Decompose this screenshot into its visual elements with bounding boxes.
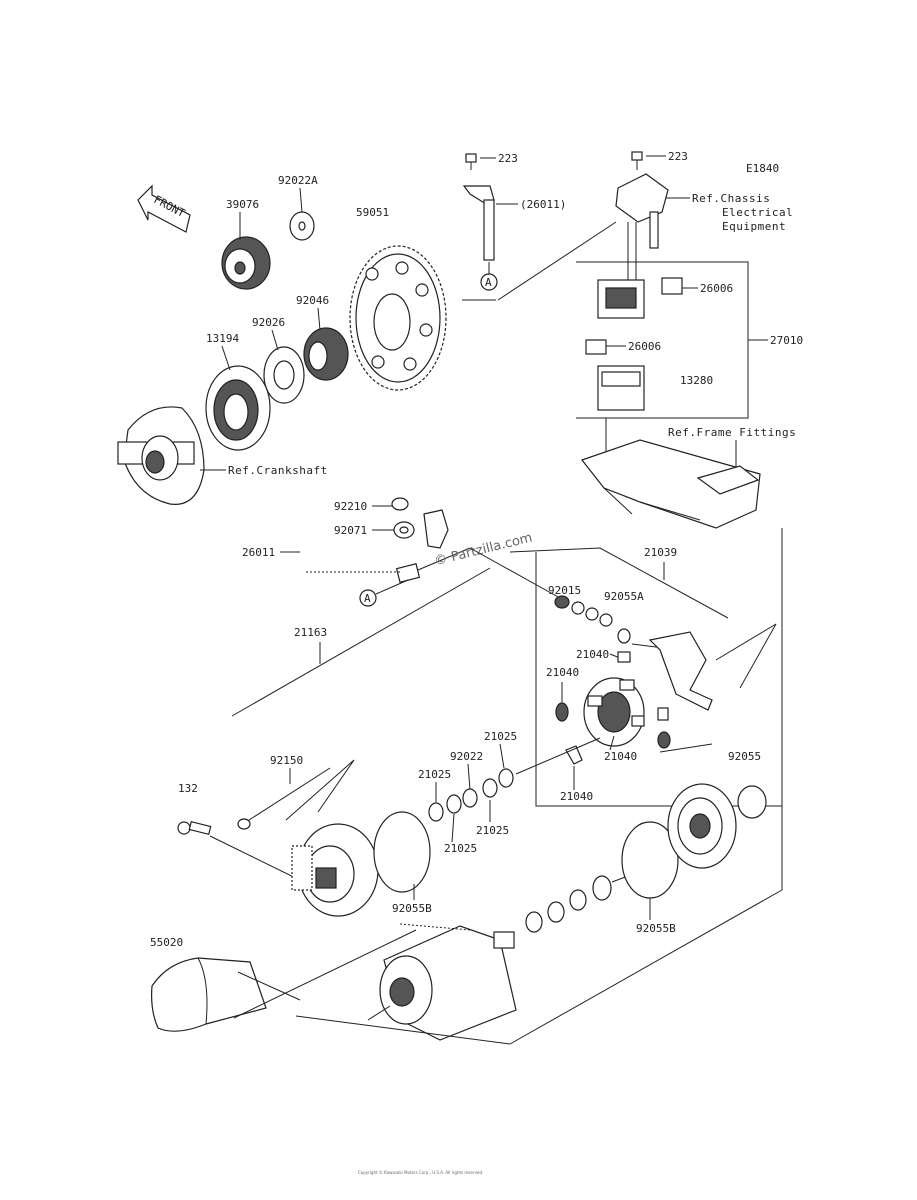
label-92022: 92022 <box>450 750 483 763</box>
rear-cover-part[interactable] <box>667 783 737 869</box>
clamp-92210-part[interactable] <box>391 497 409 511</box>
label-132: 132 <box>178 782 198 795</box>
relay-box-part[interactable] <box>597 365 645 411</box>
washer-stack-part[interactable] <box>428 768 514 822</box>
ref-frame-fittings: Ref.Frame Fittings <box>668 426 796 439</box>
label-92022a: 92022A <box>278 174 318 187</box>
label-27010: 27010 <box>770 334 803 347</box>
bolt-132-part[interactable] <box>177 820 212 836</box>
label-21040a: 21040 <box>576 648 609 661</box>
o-ring-92055b-left-part[interactable] <box>373 811 431 893</box>
fuse-26006a-part[interactable] <box>661 277 683 295</box>
ref-crankshaft: Ref.Crankshaft <box>228 464 328 477</box>
label-26006b: 26006 <box>628 340 661 353</box>
label-92055a: 92055A <box>604 590 644 603</box>
label-92055b2: 92055B <box>636 922 676 935</box>
label-92055: 92055 <box>728 750 761 763</box>
ref-chassis-1: Ref.Chassis <box>692 192 770 205</box>
label-59051: 59051 <box>356 206 389 219</box>
label-223a: 223 <box>498 152 518 165</box>
washer-92022a-part[interactable] <box>289 211 315 241</box>
label-21163: 21163 <box>294 626 327 639</box>
label-21040c: 21040 <box>604 750 637 763</box>
label-39076: 39076 <box>226 198 259 211</box>
starter-idle-gear-part[interactable] <box>221 236 271 290</box>
callout-a-top: A <box>480 273 498 291</box>
boot-part[interactable] <box>423 509 449 549</box>
ref-chassis-3: Equipment <box>722 220 786 233</box>
brush-21040d-part[interactable] <box>657 731 671 749</box>
one-way-clutch-part[interactable] <box>205 365 271 451</box>
label-223b: 223 <box>668 150 688 163</box>
nut-92015-part[interactable] <box>554 595 570 609</box>
screw-223b-part[interactable] <box>631 151 643 170</box>
terminal-bolt-part[interactable] <box>631 631 713 711</box>
front-arrow-icon: FRONT <box>137 184 191 233</box>
ref-chassis-2: Electrical <box>722 206 793 219</box>
label-92026: 92026 <box>252 316 285 329</box>
label-26006a: 26006 <box>700 282 733 295</box>
front-cover-part[interactable] <box>291 823 379 917</box>
label-92210: 92210 <box>334 500 367 513</box>
screw-223a-part[interactable] <box>465 153 477 170</box>
label-92071: 92071 <box>334 524 367 537</box>
label-55020: 55020 <box>150 936 183 949</box>
footer-copyright: Copyright © Kawasaki Motors Corp., U.S.A… <box>358 1170 483 1175</box>
o-ring-92055a-part[interactable] <box>617 628 631 644</box>
watermark: © Partzilla.com <box>433 530 534 569</box>
label-21025b: 21025 <box>418 768 451 781</box>
brush-plate-part[interactable] <box>583 677 669 747</box>
svg-text:A: A <box>485 276 492 289</box>
starter-relay-part[interactable] <box>597 279 645 319</box>
armature-part[interactable] <box>379 925 517 1041</box>
label-92150: 92150 <box>270 754 303 767</box>
frame-bracket-part[interactable] <box>581 439 761 529</box>
label-92055b1: 92055B <box>392 902 432 915</box>
label-21039: 21039 <box>644 546 677 559</box>
label-26011a: (26011) <box>520 198 566 211</box>
lead-26011-part[interactable] <box>462 185 495 261</box>
lead-26011-lower-part[interactable] <box>395 547 471 583</box>
diagram-code: E1840 <box>746 162 779 175</box>
o-ring-92055-part[interactable] <box>737 785 767 819</box>
label-21040b: 21040 <box>546 666 579 679</box>
shim-stack-part[interactable] <box>525 875 612 933</box>
svg-text:A: A <box>364 592 371 605</box>
label-92015: 92015 <box>548 584 581 597</box>
crankshaft-rotor-part[interactable] <box>117 406 205 505</box>
label-92046: 92046 <box>296 294 329 307</box>
washer-set-part[interactable] <box>571 601 613 627</box>
fuse-26006b-part[interactable] <box>585 339 607 355</box>
washer-92026-part[interactable] <box>263 346 305 404</box>
label-13194: 13194 <box>206 332 239 345</box>
label-21025d: 21025 <box>444 842 477 855</box>
starter-clutch-gear-part[interactable] <box>349 245 447 391</box>
long-bolt-92150-part[interactable] <box>237 767 331 830</box>
yoke-55020-part[interactable] <box>151 957 267 1032</box>
relay-cover-part[interactable] <box>615 173 669 280</box>
label-26011b: 26011 <box>242 546 275 559</box>
grommet-92071-part[interactable] <box>393 521 415 539</box>
brush-21040a-part[interactable] <box>617 651 631 663</box>
callout-a-bottom: A <box>359 589 377 607</box>
brush-21040b-part[interactable] <box>555 702 569 722</box>
needle-bearing-part[interactable] <box>303 327 349 381</box>
label-13280: 13280 <box>680 374 713 387</box>
label-21025c: 21025 <box>476 824 509 837</box>
label-21025a: 21025 <box>484 730 517 743</box>
label-21040d: 21040 <box>560 790 593 803</box>
